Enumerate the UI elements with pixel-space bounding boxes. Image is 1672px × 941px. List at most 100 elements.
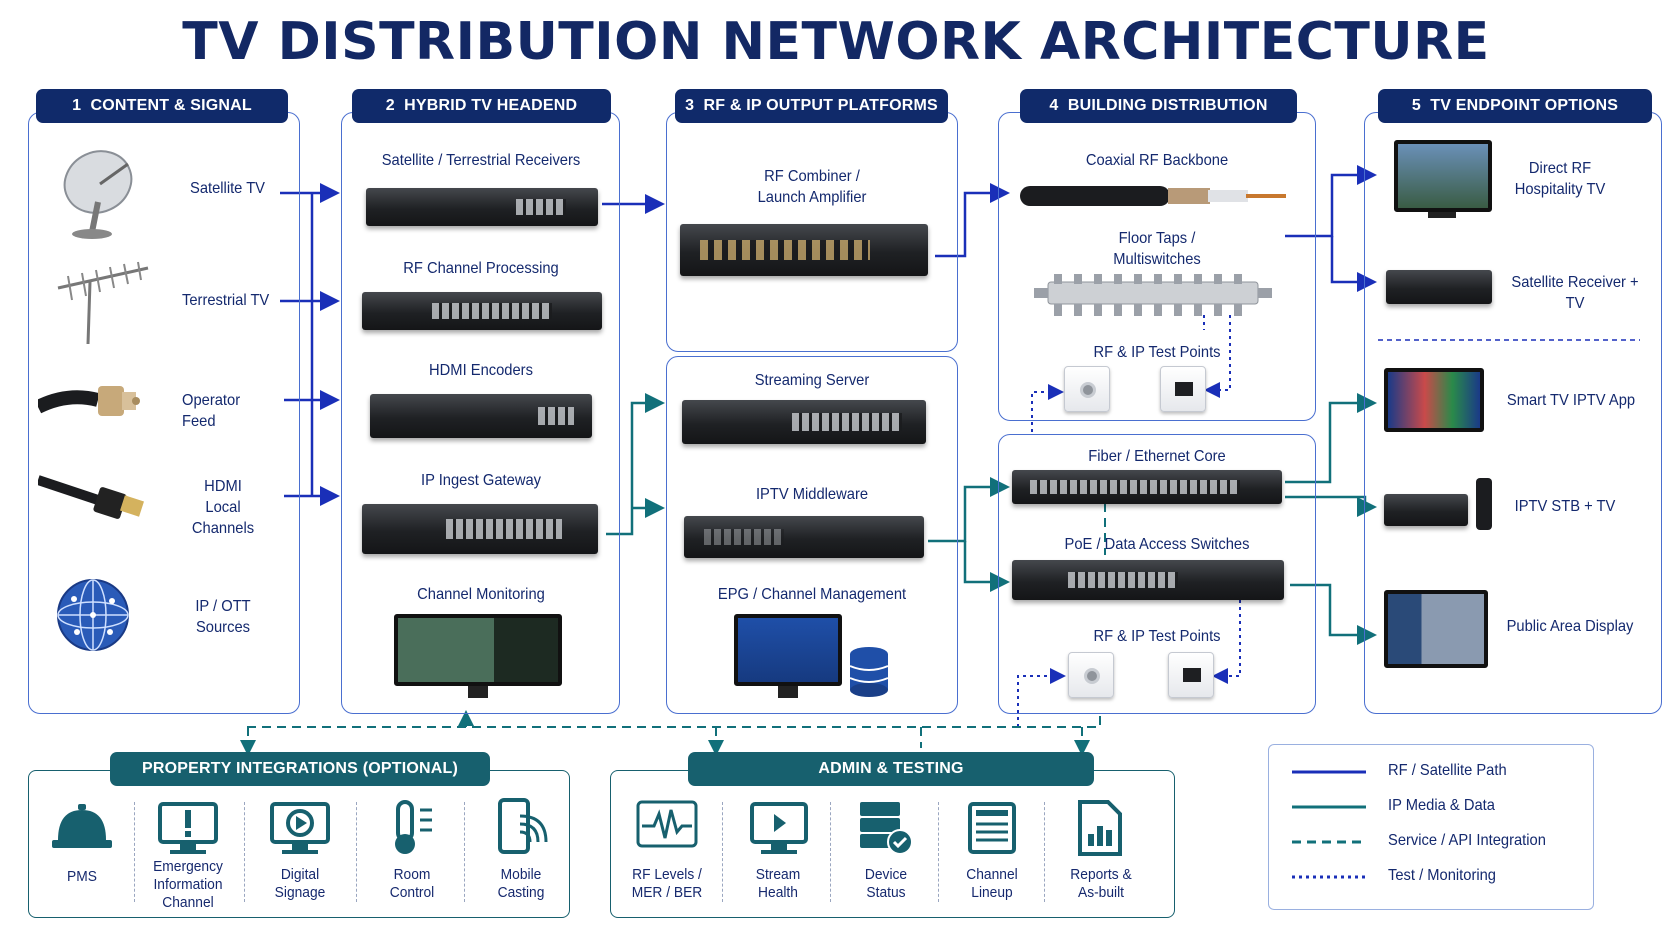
divider [134, 802, 135, 902]
signage-play-icon [270, 802, 330, 854]
legend-box [1268, 744, 1594, 910]
headend-label-ip-ingest: IP Ingest Gateway [420, 472, 542, 489]
satellite-dish-icon [63, 150, 133, 239]
alert-monitor-icon [158, 802, 218, 854]
source-label-ip-ott: IP / OTT Sources [195, 598, 251, 636]
coax-wall-outlet-icon [1064, 366, 1110, 412]
ethernet-wall-outlet-icon [1168, 652, 1214, 698]
admin-label-stream-health: Stream Health [755, 866, 801, 901]
headend-label-rf-processing: RF Channel Processing [403, 260, 559, 277]
reports-document-icon [1078, 800, 1122, 856]
section-header-sources: 1 CONTENT & SIGNAL SOURCES [36, 89, 288, 148]
section-header-endpoints: 5 TV ENDPOINT OPTIONS [1378, 89, 1652, 123]
property-label-room-control: Room Control [389, 866, 435, 901]
source-label-satellite: Satellite TV [190, 180, 266, 197]
receiver-device-icon [366, 188, 598, 226]
monitoring-screen-icon [394, 614, 562, 686]
iptv-stb-device-icon [1384, 494, 1468, 526]
section-header-headend: 2 HYBRID TV HEADEND [352, 89, 611, 123]
source-label-hdmi: HDMI Local Channels [191, 478, 255, 537]
page-title: TV DISTRIBUTION NETWORK ARCHITECTURE [182, 12, 1490, 72]
admin-testing-header: ADMIN & TESTING [688, 752, 1094, 786]
headend-label-hdmi-encoders: HDMI Encoders [429, 362, 533, 379]
coax-cable-icon [38, 386, 140, 416]
section-header-distribution: 4 BUILDING DISTRIBUTION [1020, 89, 1297, 123]
coax-backbone-icon [1020, 186, 1286, 206]
epg-monitor-stand [778, 686, 798, 698]
divider [464, 802, 465, 902]
headend-label-receivers: Satellite / Terrestrial Receivers [381, 152, 581, 169]
divider [722, 802, 723, 902]
poe-switch-device-icon [1012, 560, 1284, 600]
legend-label-ip: IP Media & Data [1388, 797, 1495, 814]
streaming-server-device-icon [682, 400, 926, 444]
endpoint-label-iptv-stb: IPTV STB + TV [1514, 498, 1616, 515]
legend-line-swatches [1292, 770, 1366, 879]
source-label-terrestrial: Terrestrial TV [182, 292, 270, 309]
middleware-device-icon [684, 516, 924, 558]
smart-tv-icon [1384, 368, 1484, 432]
tv-stand [1428, 212, 1456, 218]
admin-label-device-status: Device Status [864, 866, 908, 901]
hospitality-tv-icon [1394, 140, 1492, 212]
output-label-epg: EPG / Channel Management [717, 586, 907, 603]
ethernet-wall-outlet-icon [1160, 366, 1206, 412]
channel-lineup-icon [968, 802, 1016, 854]
endpoint-label-satellite-receiver: Satellite Receiver + TV [1511, 274, 1639, 312]
hdmi-cable-icon [38, 475, 144, 519]
headend-label-monitoring: Channel Monitoring [417, 586, 545, 603]
section-header-output: 3 RF & IP OUTPUT PLATFORMS [675, 89, 948, 123]
endpoint-label-direct-rf: Direct RF Hospitality TV [1514, 160, 1606, 198]
ip-gateway-device-icon [362, 504, 598, 554]
dist-label-coax: Coaxial RF Backbone [1085, 152, 1229, 169]
output-label-middleware: IPTV Middleware [755, 486, 869, 503]
dist-label-rf-test-points: RF & IP Test Points [1093, 344, 1221, 361]
device-status-server-icon [860, 802, 913, 855]
property-integrations-header: PROPERTY INTEGRATIONS (OPTIONAL) [110, 752, 490, 786]
epg-screen-icon [734, 614, 842, 686]
multiswitch-icon [1034, 274, 1272, 316]
legend-label-service: Service / API Integration [1388, 832, 1546, 849]
stream-health-icon [750, 802, 808, 854]
property-label-mobile-casting: Mobile Casting [497, 866, 545, 901]
rf-levels-waveform-icon [636, 800, 698, 848]
globe-network-icon [57, 579, 129, 651]
endpoint-label-public-display: Public Area Display [1506, 618, 1634, 635]
divider [830, 802, 831, 902]
dist-label-floor-taps: Floor Taps / Multiswitches [1113, 230, 1201, 268]
mobile-casting-icon [498, 798, 548, 854]
property-label-emergency: Emergency Information Channel [153, 858, 223, 911]
coax-wall-outlet-icon [1068, 652, 1114, 698]
monitor-stand [468, 686, 488, 698]
property-label-digital-signage: Digital Signage [274, 866, 326, 901]
admin-label-reports: Reports & As-built [1070, 866, 1132, 901]
dist-label-poe-switches: PoE / Data Access Switches [1064, 536, 1250, 553]
satellite-receiver-device-icon [1386, 270, 1492, 304]
divider [356, 802, 357, 902]
hdmi-encoder-device-icon [370, 394, 592, 438]
bell-icon [52, 804, 112, 848]
public-display-icon [1384, 590, 1488, 668]
dist-label-ip-test-points: RF & IP Test Points [1093, 628, 1221, 645]
endpoint-label-smart-tv: Smart TV IPTV App [1506, 392, 1636, 409]
property-label-pms: PMS [67, 868, 97, 885]
panel-ip-distribution [998, 434, 1316, 714]
divider [938, 802, 939, 902]
core-switch-device-icon [1012, 470, 1282, 504]
legend-label-test: Test / Monitoring [1388, 867, 1496, 884]
rf-processor-device-icon [362, 292, 602, 330]
output-label-rf-combiner: RF Combiner / Launch Amplifier [757, 168, 867, 206]
source-label-operator-feed: Operator Feed [182, 392, 241, 430]
panel-ip-output [666, 356, 958, 714]
remote-control-icon [1476, 478, 1492, 530]
output-label-streaming: Streaming Server [754, 372, 870, 389]
database-icon [849, 647, 889, 697]
legend-label-rf: RF / Satellite Path [1388, 762, 1507, 779]
antenna-icon [57, 261, 149, 345]
thermometer-icon [395, 800, 432, 854]
divider [244, 802, 245, 902]
admin-label-channel-lineup: Channel Lineup [966, 866, 1018, 901]
admin-label-rf-levels: RF Levels / MER / BER [631, 866, 703, 901]
dist-label-fiber-core: Fiber / Ethernet Core [1088, 448, 1226, 465]
